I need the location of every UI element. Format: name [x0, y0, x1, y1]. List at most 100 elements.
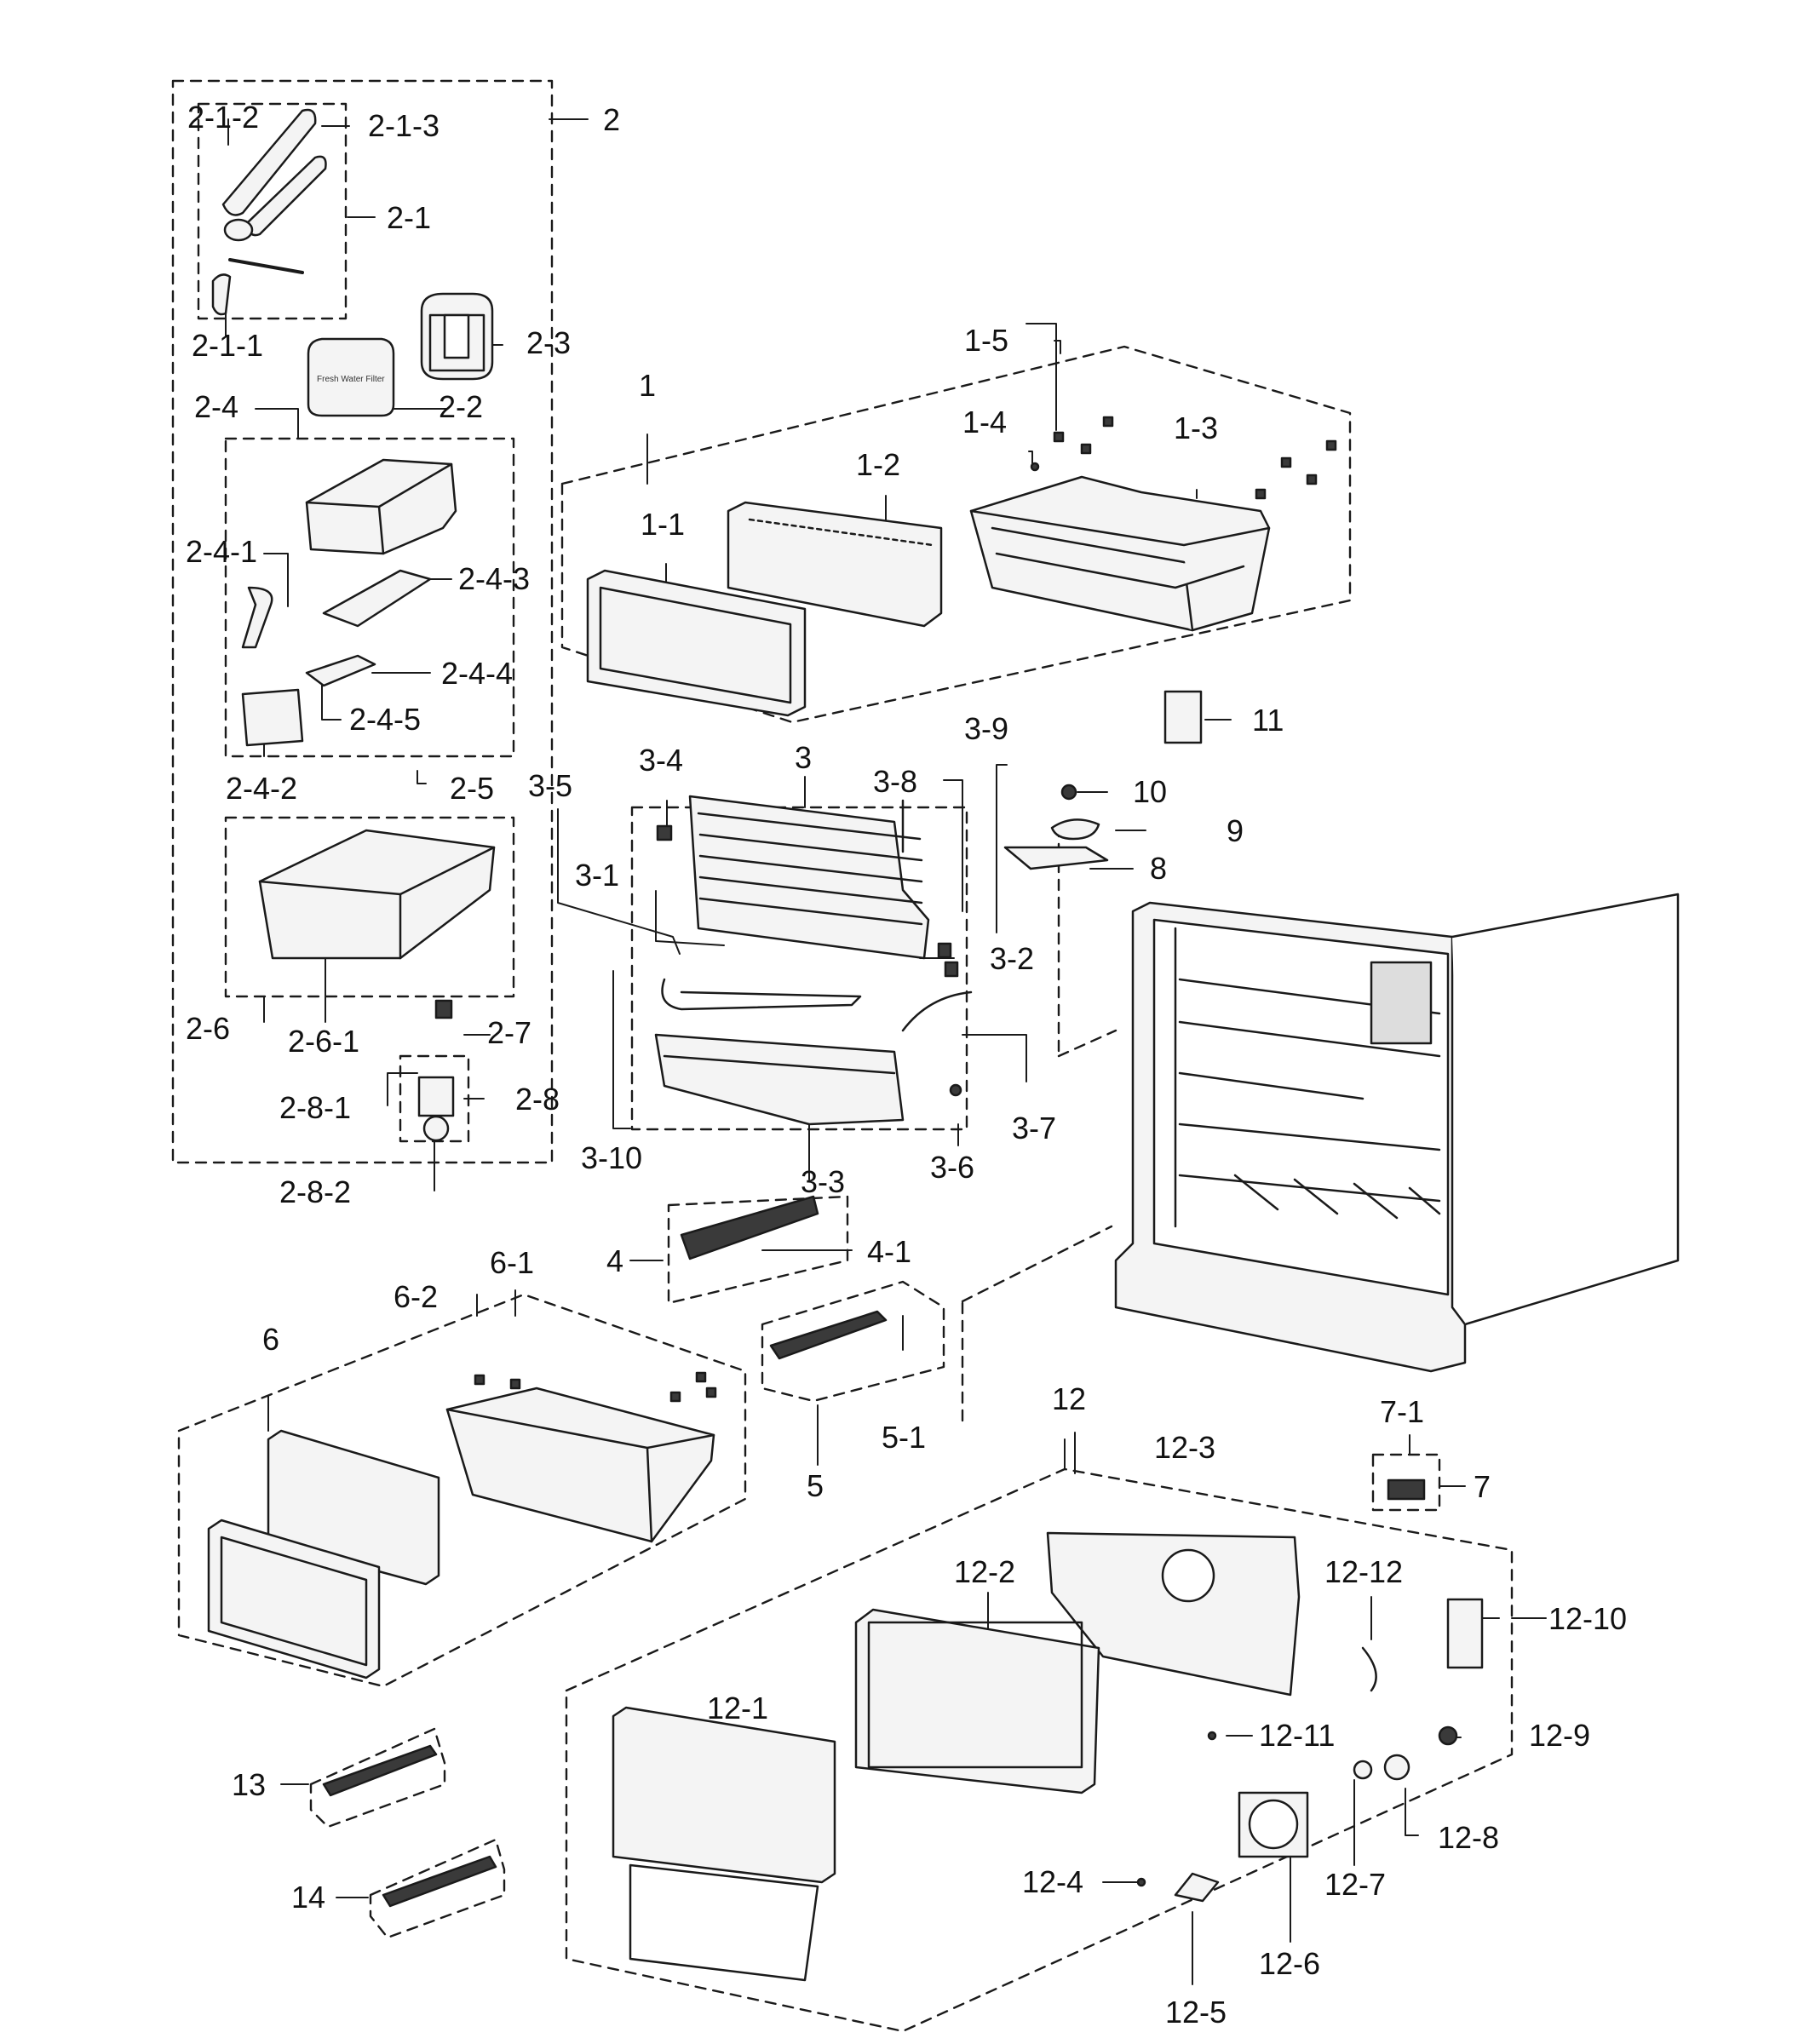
callout-2-1: 2-1 — [387, 200, 431, 235]
part-1-3-drawer-bin — [969, 475, 1271, 632]
callout-12-7: 12-7 — [1324, 1867, 1386, 1902]
part-13-rail — [322, 1744, 438, 1797]
group-2-4-outline — [224, 437, 515, 758]
callout-2-4-3: 2-4-3 — [458, 561, 530, 596]
callout-8: 8 — [1150, 851, 1167, 886]
cabinet-body — [1114, 893, 1680, 1373]
group-7-outline — [1371, 1453, 1441, 1512]
callout-12-8: 12-8 — [1438, 1820, 1499, 1855]
callout-2-7: 2-7 — [487, 1015, 531, 1050]
callout-2-4-4: 2-4-4 — [441, 656, 513, 691]
group-1-outline — [560, 345, 1352, 724]
part-12-1-panel — [612, 1706, 836, 1982]
part-9-bulb — [1050, 818, 1100, 841]
callout-2-1-1: 2-1-1 — [192, 328, 263, 363]
callout-12: 12 — [1052, 1381, 1086, 1416]
callout-3-6: 3-6 — [930, 1150, 974, 1185]
filter-cover-label: Fresh Water Filter — [317, 375, 385, 384]
part-3-evaporator — [656, 795, 959, 978]
callout-3-7: 3-7 — [1012, 1111, 1056, 1145]
callout-12-12: 12-12 — [1324, 1554, 1403, 1589]
callout-3-2: 3-2 — [990, 941, 1034, 976]
callout-1-4: 1-4 — [962, 405, 1007, 439]
callout-labels: 2 2-1-2 2-1-3 2-1 2-1-1 2-3 2-2 2-4 2-4-… — [186, 100, 1627, 2030]
part-14-rail — [382, 1855, 497, 1908]
part-3-3-drain-pan — [654, 1033, 905, 1126]
part-1-2-drawer-cover — [727, 501, 943, 628]
callout-2-8-1: 2-8-1 — [279, 1090, 351, 1125]
part-7-1-leg — [1387, 1478, 1426, 1501]
group-13-outline — [309, 1727, 446, 1829]
callout-12-4: 12-4 — [1022, 1864, 1083, 1899]
part-2-8-valve — [417, 1076, 455, 1142]
callout-2-5: 2-5 — [450, 771, 494, 806]
callout-6: 6 — [262, 1322, 279, 1357]
part-11-bracket — [1163, 690, 1203, 744]
callout-2-2: 2-2 — [439, 389, 483, 424]
callout-12-11: 12-11 — [1259, 1718, 1335, 1753]
callout-2-4-5: 2-4-5 — [349, 702, 421, 737]
part-1-1-drawer-front — [586, 569, 807, 717]
callout-6-2: 6-2 — [394, 1279, 438, 1314]
callout-3-8: 3-8 — [873, 764, 917, 799]
callout-3: 3 — [795, 740, 812, 775]
callout-1-2: 1-2 — [856, 447, 900, 482]
part-3-7-wire — [901, 990, 973, 1032]
callout-2-1-3: 2-1-3 — [368, 108, 440, 143]
callout-12-3: 12-3 — [1154, 1430, 1215, 1465]
part-2-7 — [434, 999, 453, 1019]
part-12-small-parts — [1136, 1598, 1484, 1903]
callout-5-1: 5-1 — [882, 1420, 926, 1455]
callout-12-6: 12-6 — [1259, 1946, 1320, 1981]
callout-6-1: 6-1 — [490, 1245, 534, 1280]
part-2-3-tank — [420, 292, 494, 381]
part-2-2-cover: Fresh Water Filter — [307, 337, 395, 417]
callout-12-2: 12-2 — [954, 1554, 1015, 1589]
callout-2-3: 2-3 — [526, 325, 571, 360]
callout-1-5: 1-5 — [964, 323, 1008, 358]
callout-2-6-1: 2-6-1 — [288, 1024, 359, 1059]
part-5-1-rail — [769, 1310, 888, 1360]
leader-lines — [216, 118, 1547, 1985]
group-2-6-outline — [224, 816, 515, 998]
group-2-outline — [171, 79, 554, 1164]
callout-14: 14 — [291, 1880, 325, 1915]
callout-2-4: 2-4 — [194, 389, 238, 424]
group-2-1-outline — [197, 102, 348, 320]
part-10-nut — [1060, 784, 1077, 801]
callout-1: 1 — [639, 368, 656, 403]
callout-2-8: 2-8 — [515, 1082, 560, 1117]
callout-13: 13 — [232, 1767, 266, 1802]
part-4-1-cover — [680, 1195, 819, 1260]
part-2-6-bucket — [258, 829, 496, 960]
callout-2-8-2: 2-8-2 — [279, 1174, 351, 1209]
callout-3-3: 3-3 — [801, 1164, 845, 1199]
part-1-4-5-clips — [1030, 416, 1337, 500]
callout-4: 4 — [606, 1243, 623, 1278]
callout-2-6: 2-6 — [186, 1011, 230, 1046]
callout-7-1: 7-1 — [1380, 1394, 1424, 1429]
callout-4-1: 4-1 — [867, 1234, 911, 1269]
callout-2-4-2: 2-4-2 — [226, 771, 297, 806]
group-5-outline — [761, 1280, 945, 1403]
part-12-3-panel — [1046, 1531, 1301, 1697]
part-3-6-clip — [949, 1083, 962, 1097]
part-12-2-panel — [854, 1608, 1100, 1794]
callout-1-3: 1-3 — [1174, 411, 1218, 445]
part-8-bracket — [1003, 846, 1109, 870]
part-2-1-filter — [211, 108, 327, 316]
part-6-clips — [474, 1371, 717, 1403]
callout-3-1: 3-1 — [575, 858, 619, 893]
callout-12-9: 12-9 — [1529, 1718, 1590, 1753]
part-3-10-heater — [661, 978, 862, 1011]
callout-2-1-2: 2-1-2 — [187, 100, 259, 135]
callout-5: 5 — [807, 1468, 824, 1503]
group-14-outline — [369, 1838, 506, 1939]
callout-11: 11 — [1252, 703, 1284, 738]
callout-3-9: 3-9 — [964, 711, 1008, 746]
group-3-outline — [630, 806, 968, 1131]
callout-7: 7 — [1474, 1469, 1491, 1504]
callout-3-10: 3-10 — [581, 1140, 642, 1175]
callout-2-4-1: 2-4-1 — [186, 534, 257, 569]
